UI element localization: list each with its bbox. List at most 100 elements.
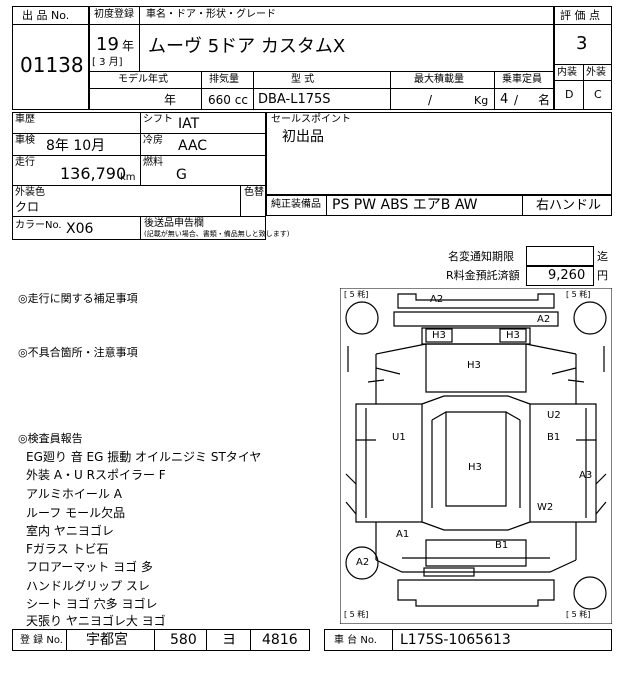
- windshield: [425, 343, 527, 393]
- sales-point-label: セールスポイント: [271, 114, 351, 125]
- reg-box: [12, 629, 310, 651]
- model-year-unit: 年: [164, 93, 177, 107]
- capacity-label: 乗車定員: [502, 74, 542, 85]
- exterior-grade: C: [594, 88, 602, 101]
- equipment-box: [266, 195, 612, 216]
- steering-value: 右ハンドル: [536, 198, 602, 213]
- recycle-label: R料金預託済額: [446, 269, 520, 282]
- inspector-line: 外装 A・U Rスポイラー F: [26, 468, 166, 482]
- inspector-line: ルーフ モール欠品: [26, 506, 126, 520]
- license-plate: [423, 567, 475, 577]
- defect-title: ◎不具合箇所・注意事項: [18, 346, 138, 359]
- color-value: クロ: [15, 200, 40, 214]
- damage-mark: H3: [432, 330, 446, 341]
- reg-kana: ヨ: [222, 632, 236, 648]
- year-unit: 年: [122, 39, 135, 53]
- tire-label-rl: [ 5 粍]: [344, 610, 369, 619]
- name-change-field: [526, 246, 594, 266]
- diagram-frame: [339, 287, 613, 625]
- inspector-line: Fガラス トビ石: [26, 542, 109, 556]
- chassis-box: [324, 629, 612, 651]
- aftermarket-note: (記載が無い場合、書類・備品無しと致します): [144, 230, 290, 238]
- header-box: [89, 6, 554, 110]
- roof-panel: [445, 411, 507, 507]
- tire-label-rr: [ 5 粍]: [566, 610, 591, 619]
- damage-mark: A1: [396, 529, 410, 540]
- mileage-value: 136,790: [60, 164, 127, 183]
- chassis-number: L175S-1065613: [400, 632, 511, 648]
- recycle-amount: 9,260: [548, 268, 586, 283]
- model-name-label: 車名・ドア・形状・グレード: [146, 9, 276, 20]
- reg-class: 580: [170, 632, 197, 648]
- fuel-value: G: [176, 167, 187, 183]
- front-bumper: [397, 293, 555, 309]
- year: 19: [96, 34, 119, 55]
- lot-number: 01138: [20, 53, 84, 77]
- chassis-label: 車 台 No.: [334, 635, 377, 646]
- damage-mark: B1: [495, 540, 509, 551]
- fuel-label: 燃料: [143, 157, 163, 168]
- wheel-rear-left: [345, 546, 379, 580]
- first-reg-label: 初度登録: [94, 9, 134, 20]
- inspector-line: フロアーマット ヨゴ 多: [26, 560, 153, 574]
- damage-mark: U2: [547, 410, 561, 421]
- car-diagram: [339, 287, 613, 625]
- recolor-label: 色替: [244, 187, 264, 198]
- equipment-label: 純正装備品: [271, 199, 321, 210]
- model: DBA-L175S: [258, 92, 331, 107]
- inspector-line: アルミホイール A: [26, 487, 122, 501]
- ac-label: 冷房: [143, 135, 163, 146]
- month: [ 3 月]: [92, 57, 123, 68]
- max-load-unit: Kg: [474, 94, 489, 107]
- tire-label-fr: [ 5 粍]: [566, 290, 591, 299]
- damage-mark: H3: [467, 360, 481, 371]
- inspector-title: ◎検査員報告: [18, 432, 83, 445]
- capacity-unit: 名: [538, 93, 551, 107]
- damage-mark: A2: [537, 314, 551, 325]
- reg-label: 登 録 No.: [20, 635, 63, 646]
- aftermarket-label: 後送品申告欄: [144, 218, 204, 229]
- wheel-front-left: [345, 301, 379, 335]
- exterior-label: 外装: [586, 67, 606, 78]
- shift-value: IAT: [178, 116, 200, 132]
- ac-value: AAC: [178, 138, 208, 154]
- sales-point-value: 初出品: [282, 129, 324, 145]
- max-load-sep: /: [428, 93, 433, 107]
- inspector-line: シート ヨゴ 穴多 ヨゴレ: [26, 597, 158, 611]
- grade-label: 評 価 点: [560, 9, 600, 22]
- color-no-value: X06: [66, 221, 94, 237]
- reg-area: 宇都宮: [86, 632, 128, 648]
- inspector-line: 室内 ヤニヨゴレ: [26, 524, 114, 538]
- capacity: 4: [500, 92, 509, 107]
- reg-number: 4816: [262, 632, 298, 648]
- details-box: [12, 112, 266, 240]
- damage-mark: H3: [506, 330, 520, 341]
- history-label: 車歴: [15, 114, 35, 125]
- model-label: 型 式: [291, 74, 315, 85]
- car-name: ムーヴ 5ドア カスタムX: [148, 36, 346, 57]
- headlight-left: [425, 328, 453, 343]
- inspection-label: 車検: [15, 135, 35, 146]
- right-side-panel: [529, 403, 597, 523]
- wheel-front-right: [573, 301, 607, 335]
- sales-point-box: [266, 112, 612, 195]
- model-year-label: モデル年式: [118, 74, 168, 85]
- damage-mark: W2: [537, 502, 554, 513]
- inspector-line: ハンドルグリップ スレ: [26, 579, 150, 593]
- recycle-field: [526, 266, 594, 286]
- interior-grade: D: [565, 88, 574, 101]
- max-load-label: 最大積載量: [414, 74, 464, 85]
- shift-label: シフト: [143, 114, 173, 125]
- headlight-right: [499, 328, 527, 343]
- inspector-line: 天張り ヤニヨゴレ大 ヨゴ: [26, 614, 166, 628]
- rear-hatch: [425, 539, 527, 567]
- rear-bumper: [397, 579, 555, 607]
- hood-panel: [393, 311, 559, 327]
- color-no-label: カラーNo.: [15, 220, 62, 231]
- inspection-value: 8年 10月: [46, 138, 106, 154]
- damage-mark: A3: [579, 470, 593, 481]
- color-label: 外装色: [15, 187, 45, 198]
- lot-label: 出 品 No.: [22, 9, 70, 22]
- lot-box: [12, 6, 89, 110]
- mileage-label: 走行: [15, 157, 35, 168]
